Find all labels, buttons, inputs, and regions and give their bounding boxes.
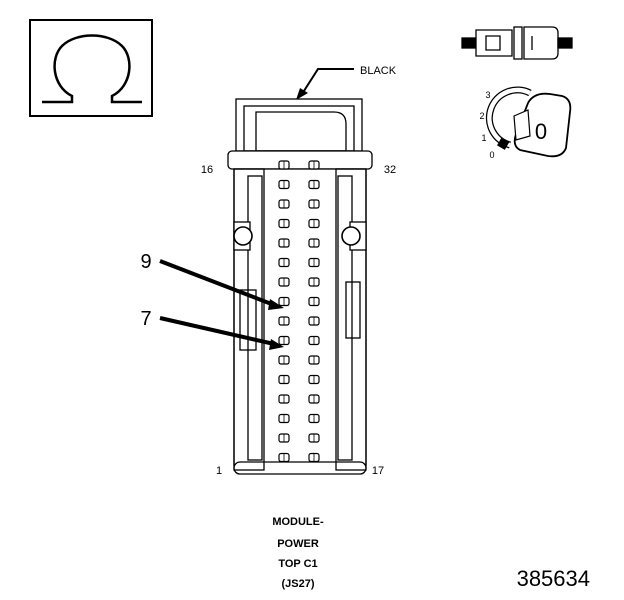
pin-label-1: 1 [216, 465, 222, 477]
caption-line-2: POWER [277, 538, 319, 550]
ignition-position-3: 3 [485, 90, 490, 100]
left-latch-ring [233, 226, 253, 246]
ignition-position-1: 1 [481, 133, 486, 143]
right-latch-ring [341, 226, 361, 246]
callout-9-arrowhead [268, 299, 284, 310]
ignition-position-2: 2 [479, 111, 484, 121]
ignition-position-0: 0 [489, 150, 494, 160]
pin-label-16: 16 [201, 164, 213, 176]
callout-7-arrowhead [269, 339, 284, 350]
ohm-symbol-box [29, 19, 153, 117]
color-label-leader [301, 68, 354, 95]
ignition-key-icon: 0 3 2 1 0 [479, 86, 572, 160]
callout-9: 9 [140, 251, 151, 273]
ohm-icon [42, 34, 142, 104]
pin-label-17: 17 [372, 465, 384, 477]
plug-icon [461, 26, 573, 60]
connector-body [227, 98, 373, 475]
caption-line-3: TOP C1 [278, 558, 318, 570]
terminal-cavities [278, 160, 320, 463]
figure-number: 385634 [516, 566, 590, 591]
key-label: 0 [535, 119, 547, 144]
color-label: BLACK [360, 65, 397, 77]
callout-7-leader [159, 316, 275, 346]
callout-7: 7 [140, 308, 151, 330]
color-label-arrowhead [296, 88, 308, 100]
callout-9-leader [159, 259, 275, 307]
caption-line-4: (JS27) [281, 578, 315, 590]
pin-label-32: 32 [384, 164, 396, 176]
caption-line-1: MODULE- [272, 516, 324, 528]
